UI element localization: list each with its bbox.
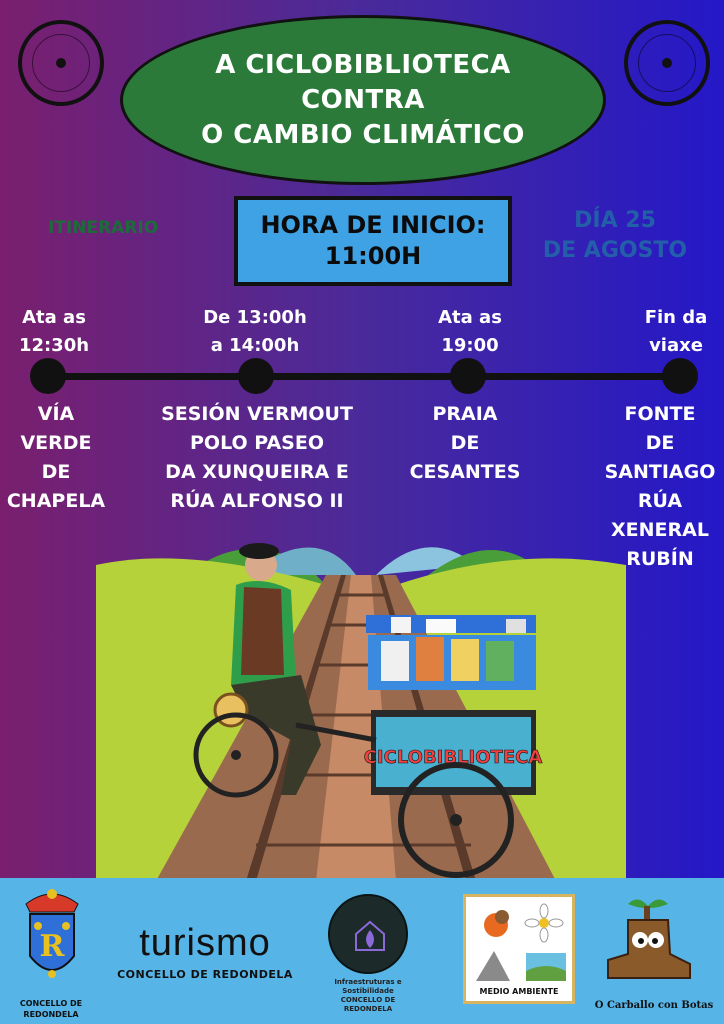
stop-1-place-line: VERDE xyxy=(20,432,92,454)
stop-1-place-line: DE xyxy=(41,461,71,483)
infra-ring-text: Infraestruturas e Sostibilidade xyxy=(334,978,402,995)
start-time-value: 11:00H xyxy=(324,242,422,270)
stop-4-place-line: RÚA xyxy=(637,490,683,512)
medio-ambiente-logo: MEDIO AMBIENTE xyxy=(463,894,575,1004)
stop-2-time-line-2: a 14:00h xyxy=(210,335,300,356)
stop-4-time-line-1: Fin da xyxy=(644,307,708,328)
stop-2-place-line: RÚA ALFONSO II xyxy=(170,490,344,512)
cart-sign: CICLOBIBLIOTECA xyxy=(364,747,543,768)
turismo-logo: turismo xyxy=(139,922,271,964)
stop-4-place-line: FONTE xyxy=(624,403,696,425)
title-line-3: O CAMBIO CLIMÁTICO xyxy=(201,119,525,150)
stop-1-place-line: CHAPELA xyxy=(6,490,106,512)
concello-label-line: REDONDELA xyxy=(23,1010,79,1019)
stop-3-place-line: DE xyxy=(450,432,480,454)
timeline-line xyxy=(46,373,682,380)
svg-text:R: R xyxy=(40,929,66,964)
stop-3-place: PRAIA DE CESANTES xyxy=(400,400,530,487)
stop-4-place-line: DE xyxy=(645,432,675,454)
bicycle-wheel-right-icon xyxy=(624,20,710,106)
infra-sub-text: CONCELLO DE REDONDELA xyxy=(340,996,396,1013)
stop-4-time: Fin da viaxe xyxy=(628,304,724,360)
boot-mascot-icon xyxy=(607,899,691,979)
stop-1-place: VÍA VERDE DE CHAPELA xyxy=(0,400,112,516)
stop-4-time-line-2: viaxe xyxy=(649,335,703,356)
stop-2-place: SESIÓN VERMOUT POLO PASEO DA XUNQUEIRA E… xyxy=(148,400,366,516)
title-line-2: CONTRA xyxy=(301,84,425,115)
stop-3-time-line-2: 19:00 xyxy=(441,335,499,356)
turismo-sub: CONCELLO DE REDONDELA xyxy=(117,968,293,981)
stop-2-place-line: POLO PASEO xyxy=(190,432,324,454)
stop-2-time: De 13:00h a 14:00h xyxy=(190,304,320,360)
stop-4-place-line: RUBÍN xyxy=(626,548,694,570)
stop-3-time: Ata as 19:00 xyxy=(420,304,520,360)
carballo-label: O Carballo con Botas xyxy=(594,1000,714,1011)
house-leaf-icon xyxy=(355,920,385,951)
concello-label-line: CONCELLO DE xyxy=(19,999,83,1008)
book-cart-scene: CICLOBIBLIOTECA xyxy=(96,543,626,881)
stop-4-place: FONTE DE SANTIAGO RÚA XENERAL RUBÍN xyxy=(596,400,724,574)
timeline-dot-1 xyxy=(30,358,66,394)
stop-2-place-line: DA XUNQUEIRA E xyxy=(165,461,349,483)
timeline-dot-2 xyxy=(238,358,274,394)
stop-2-place-line: SESIÓN VERMOUT xyxy=(161,403,353,425)
itinerary-label: ITINERARIO xyxy=(48,218,159,238)
title-banner: A CICLOBIBLIOTECA CONTRA O CAMBIO CLIMÁT… xyxy=(120,15,606,185)
sponsor-footer: R CONCELLO DE REDONDELA turismo CONCELLO… xyxy=(0,878,724,1024)
event-date-day: DÍA 25 xyxy=(574,208,656,233)
stop-4-place-line: SANTIAGO xyxy=(604,461,716,483)
timeline-dot-4 xyxy=(662,358,698,394)
start-time-box: HORA DE INICIO: 11:00H xyxy=(234,196,512,286)
stop-1-place-line: VÍA xyxy=(37,403,75,425)
stop-1-time-line-1: Ata as xyxy=(22,307,86,328)
medio-ambiente-label: MEDIO AMBIENTE xyxy=(479,987,559,996)
bicycle-wheel-left-icon xyxy=(18,20,104,106)
start-time-label: HORA DE INICIO: xyxy=(260,211,486,239)
stop-1-time: Ata as 12:30h xyxy=(8,304,100,360)
stop-3-place-line: CESANTES xyxy=(409,461,521,483)
concello-label: CONCELLO DE REDONDELA xyxy=(6,998,96,1020)
concello-shield-icon: R xyxy=(25,889,79,978)
stop-3-time-line-1: Ata as xyxy=(438,307,502,328)
event-date: DÍA 25 DE AGOSTO xyxy=(530,206,700,266)
infra-label: Infraestruturas e Sostibilidade CONCELLO… xyxy=(316,978,420,1014)
stop-1-time-line-2: 12:30h xyxy=(18,335,90,356)
title-line-1: A CICLOBIBLIOTECA xyxy=(215,49,511,80)
stop-2-time-line-1: De 13:00h xyxy=(203,307,307,328)
infra-logo xyxy=(328,894,408,974)
stop-3-place-line: PRAIA xyxy=(432,403,498,425)
timeline-dot-3 xyxy=(450,358,486,394)
stop-4-place-line: XENERAL xyxy=(611,519,709,541)
nature-icons xyxy=(476,903,566,981)
event-date-month: DE AGOSTO xyxy=(542,238,688,263)
